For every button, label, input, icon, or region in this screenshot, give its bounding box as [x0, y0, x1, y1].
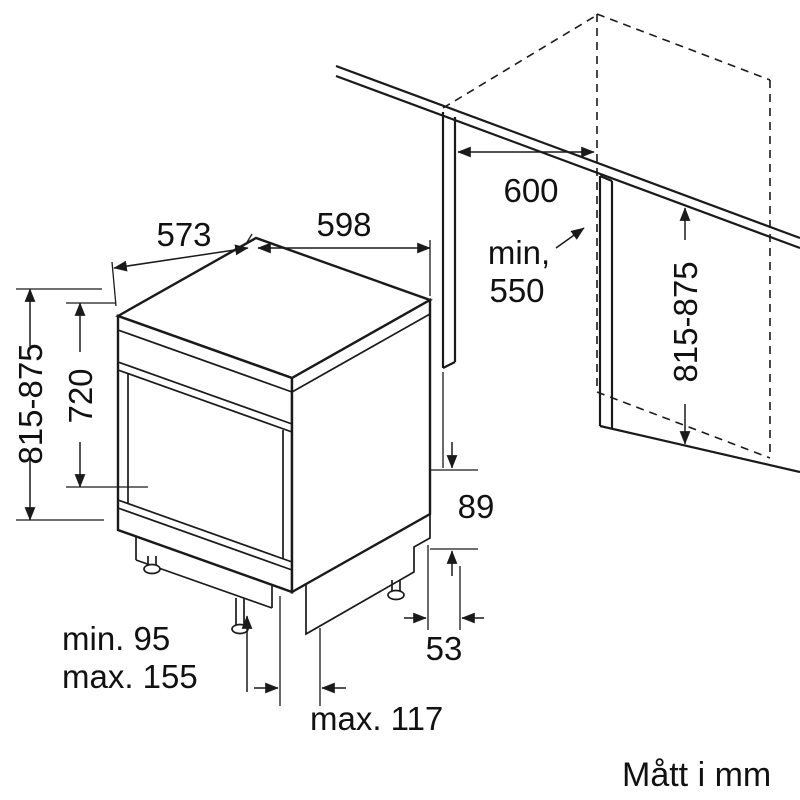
dim-label-base-recess: max. 117 — [310, 700, 443, 737]
dim-overall-height-left: 815-875 — [12, 288, 104, 521]
dim-label-width: 598 — [316, 206, 371, 243]
leader-arrow — [555, 227, 585, 249]
door-bottom-line — [117, 499, 293, 563]
dim-width-598: 598 — [257, 206, 431, 296]
wall-bottom-edge — [442, 361, 456, 369]
top-lip-side — [291, 313, 431, 393]
foot — [143, 563, 161, 575]
top-lip-front — [117, 329, 293, 393]
dim-label-base-step-height: 89 — [458, 488, 495, 525]
niche-bottom-back-edge — [596, 391, 771, 459]
dim-label-depth: 573 — [156, 216, 211, 253]
dim-label-foot-min: min. 95 — [62, 620, 170, 657]
dim-label-niche-width: 600 — [503, 172, 558, 209]
dim-base-step-height-89: 89 — [430, 442, 494, 576]
niche-top-back-edge — [596, 13, 771, 81]
door-bottom-line — [117, 507, 293, 571]
extension-line — [111, 261, 117, 307]
wall-top-edge — [599, 174, 613, 183]
base-step-outline — [305, 514, 431, 636]
dim-label-niche-height: 815-875 — [667, 261, 704, 382]
worktop-bottom-edge — [335, 74, 800, 250]
dim-label-base-step-depth: 53 — [426, 630, 463, 667]
floor-line — [599, 424, 800, 474]
dim-niche-width-600: 600 — [457, 146, 595, 209]
niche-right-wall — [598, 174, 614, 429]
dim-label-foot-max: max. 155 — [62, 658, 198, 695]
dim-front-height-720: 720 — [62, 302, 148, 488]
dim-base-step-depth-53: 53 — [404, 545, 484, 667]
dim-base-recess-117: max. 117 — [254, 596, 443, 737]
control-panel-line — [117, 369, 293, 433]
dishwasher — [115, 236, 433, 636]
dim-label-front-height: 720 — [62, 368, 99, 423]
niche-dashed-outline — [442, 13, 771, 459]
dim-label-niche-depth-value: 550 — [489, 272, 544, 309]
dimension-line — [113, 244, 249, 272]
dim-label-overall-height-left: 815-875 — [12, 343, 49, 464]
extension-line — [245, 233, 253, 245]
niche-left-wall — [441, 112, 457, 468]
dim-label-niche-depth-prefix: min, — [488, 234, 550, 271]
foot — [387, 589, 405, 601]
dim-depth-573: 573 — [111, 216, 253, 307]
foot — [231, 623, 249, 635]
units-caption: Mått i mm — [622, 756, 771, 794]
niche-top-left-edge — [442, 14, 598, 109]
dim-foot-adjust: min. 95 max. 155 — [62, 615, 253, 695]
dim-niche-height-right: 815-875 — [667, 207, 704, 445]
dim-niche-depth-550: min, 550 — [488, 227, 585, 309]
worktop — [335, 64, 800, 250]
control-panel-line — [117, 361, 293, 425]
